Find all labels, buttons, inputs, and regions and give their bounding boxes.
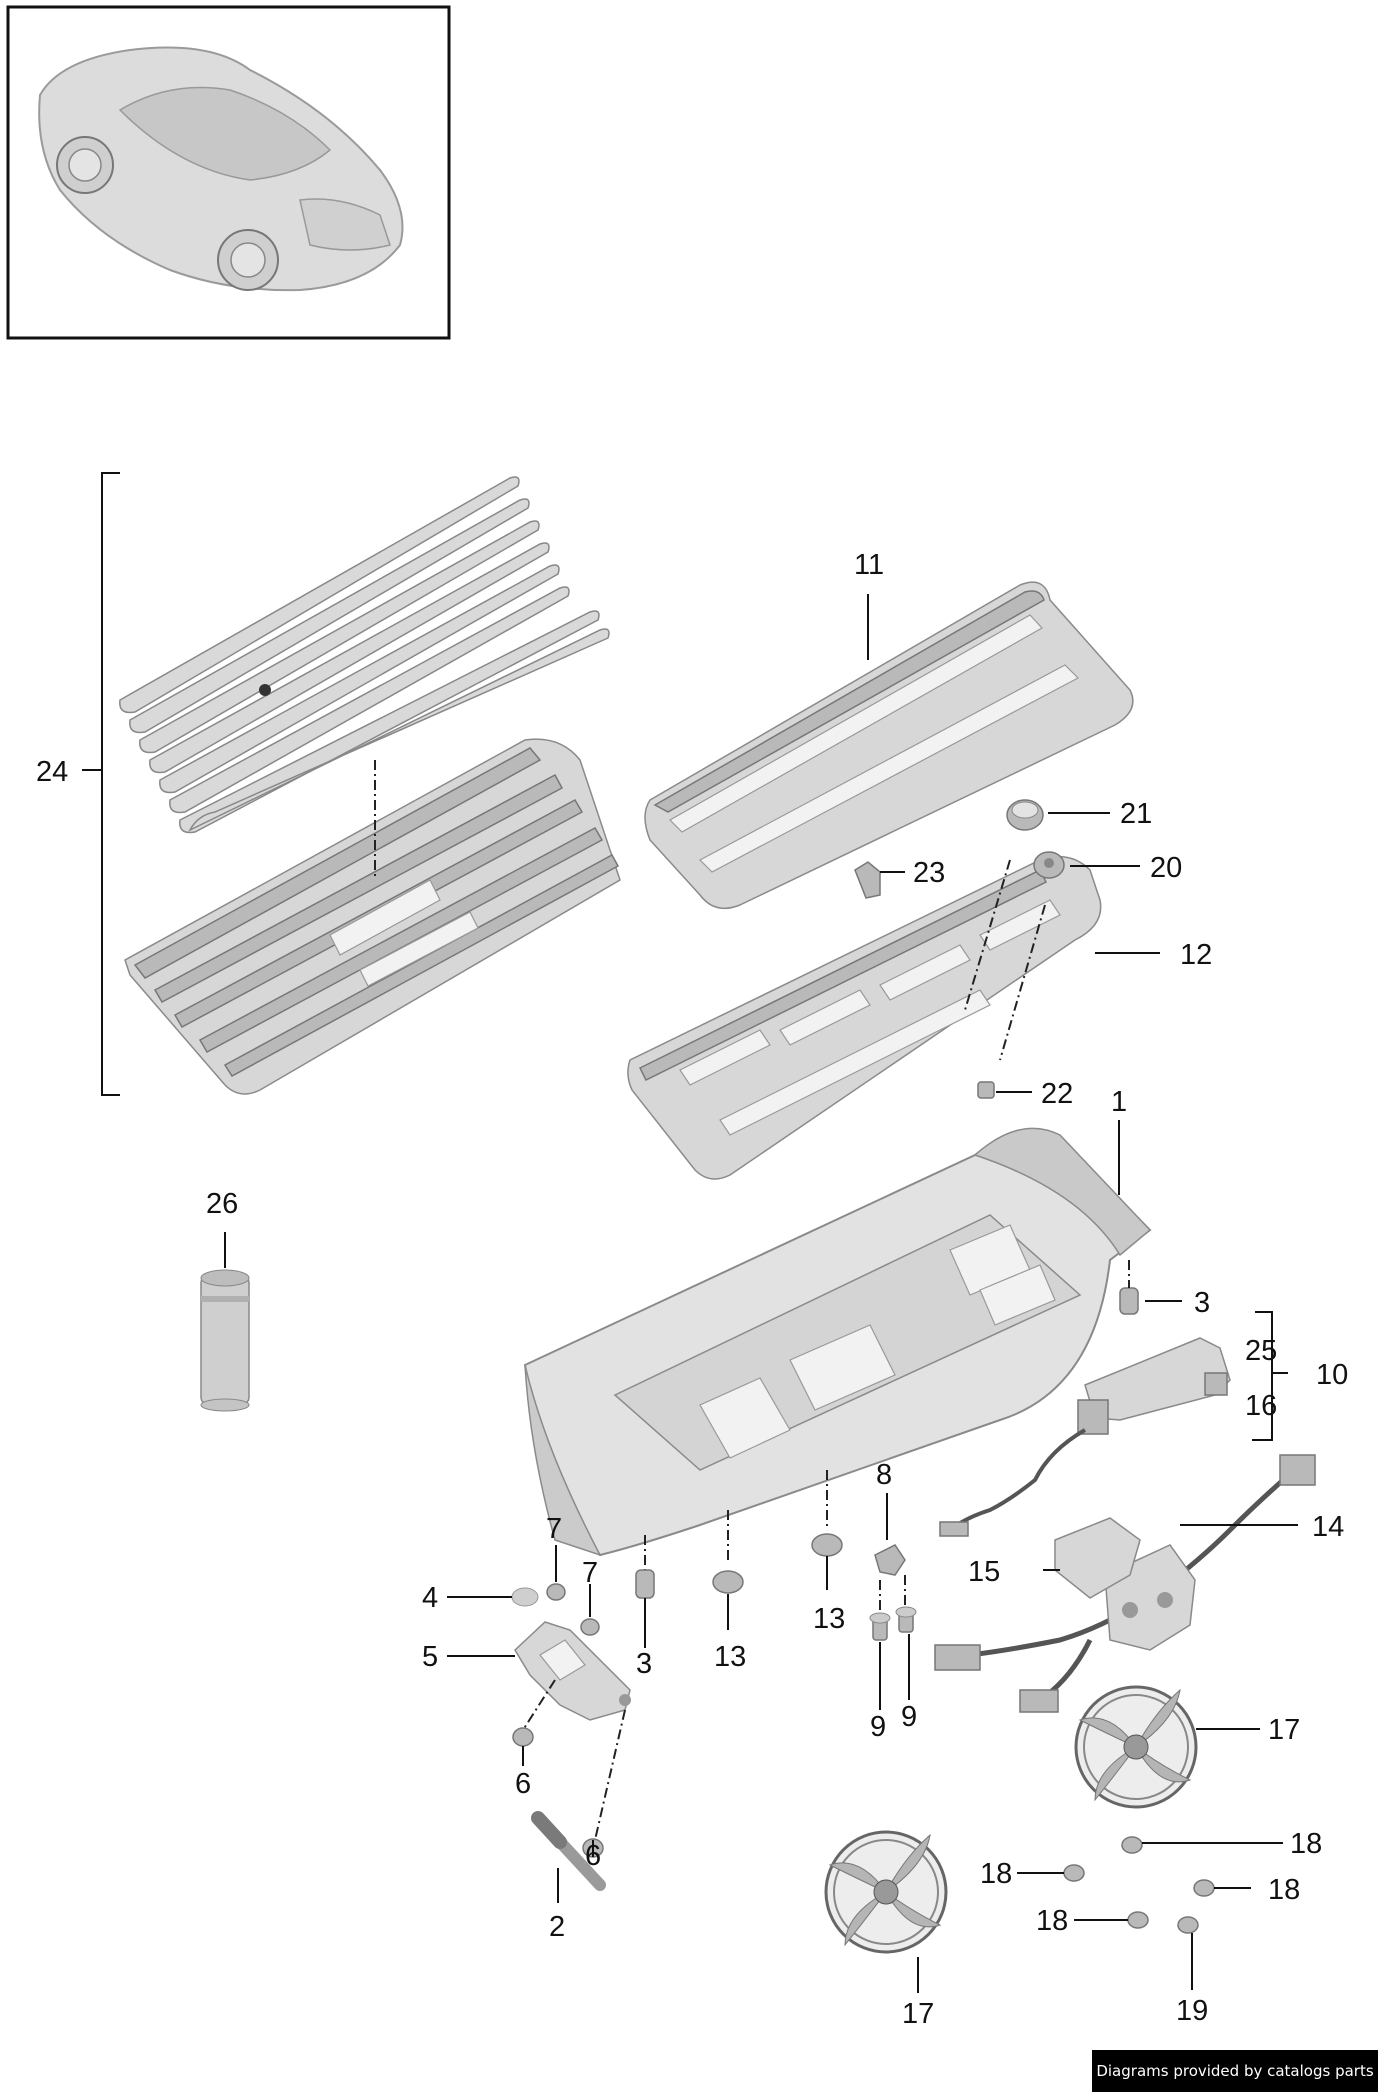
label-17-upper: 17: [1268, 1714, 1300, 1746]
fan-17-upper: [1074, 1685, 1198, 1809]
carrier-frame-12: [627, 855, 1102, 1180]
cover-grille-11: [644, 581, 1134, 910]
bolt-6-left: [512, 1727, 534, 1747]
buffer-3-left: [635, 1569, 655, 1599]
label-18-d: 18: [1036, 1905, 1068, 1937]
label-21: 21: [1120, 798, 1152, 830]
rear-lid-1: [523, 1127, 1152, 1557]
label-19: 19: [1176, 1995, 1208, 2027]
label-4: 4: [422, 1582, 438, 1614]
label-15: 15: [968, 1556, 1000, 1588]
label-11: 11: [854, 549, 884, 581]
gas-strut-2: [531, 1811, 606, 1891]
label-26: 26: [206, 1188, 238, 1220]
label-7-right: 7: [582, 1557, 598, 1589]
footer-credit: Diagrams provided by catalogs parts: [1092, 2050, 1378, 2092]
plug-7-right: [580, 1618, 600, 1636]
label-6-right: 6: [585, 1840, 601, 1872]
label-13-right: 13: [813, 1603, 845, 1635]
bolt-9-left: [869, 1612, 891, 1641]
label-6-left: 6: [515, 1768, 531, 1800]
label-17-lower: 17: [902, 1998, 934, 2030]
nut-18-b: [1063, 1864, 1085, 1882]
cap-4: [511, 1587, 539, 1607]
label-12: 12: [1180, 939, 1212, 971]
buffer-3-right: [1119, 1260, 1139, 1315]
plug-7-left: [546, 1583, 566, 1601]
label-18-a: 18: [1290, 1828, 1322, 1860]
label-7-left: 7: [546, 1513, 562, 1545]
label-9-right: 9: [901, 1701, 917, 1733]
nut-19: [1177, 1916, 1199, 1934]
guide-line: [594, 1709, 626, 1841]
label-13-left: 13: [714, 1641, 746, 1673]
label-2: 2: [549, 1911, 565, 1943]
label-20: 20: [1150, 852, 1182, 884]
label-25: 25: [1245, 1335, 1277, 1367]
label-18-c: 18: [1268, 1874, 1300, 1906]
latch-assembly-10: [939, 1311, 1288, 1537]
louvre-grille-upper: [119, 476, 610, 834]
cap-21: [1006, 799, 1044, 831]
callout-labels: 24 11 21 20 23 12 22 1 26 3 25 10 16 8 1…: [36, 549, 1348, 2030]
label-3-left: 3: [636, 1648, 652, 1680]
label-23: 23: [913, 857, 945, 889]
car-thumbnail: [6, 5, 451, 340]
guide-line: [999, 904, 1046, 1061]
leader-lines: [224, 594, 1298, 1993]
label-8: 8: [876, 1459, 892, 1491]
buffer-13-left: [712, 1570, 744, 1594]
nut-18-d: [1127, 1911, 1149, 1929]
label-18-b: 18: [980, 1858, 1012, 1890]
label-1: 1: [1111, 1086, 1127, 1118]
guide-line: [964, 859, 1011, 1011]
hinge-5: [514, 1621, 631, 1721]
label-22: 22: [1041, 1078, 1073, 1110]
label-5: 5: [422, 1641, 438, 1673]
bracket-8: [874, 1544, 906, 1615]
label-14: 14: [1312, 1511, 1344, 1543]
label-3-right: 3: [1194, 1287, 1210, 1319]
clip-23: [854, 861, 881, 899]
can-26: [200, 1269, 250, 1412]
nut-18-c: [1193, 1879, 1215, 1897]
clip-22: [977, 1081, 995, 1099]
buffer-13-right: [811, 1533, 843, 1557]
label-16: 16: [1245, 1390, 1277, 1422]
louvre-grille-lower: [124, 738, 621, 1095]
bracket-24: [82, 472, 120, 1096]
guide-line: [522, 1679, 556, 1731]
nut-18-a: [1121, 1836, 1143, 1854]
nut-20: [1033, 851, 1065, 879]
label-10: 10: [1316, 1359, 1348, 1391]
fan-17-lower: [824, 1830, 948, 1954]
label-9-left: 9: [870, 1711, 886, 1743]
label-24: 24: [36, 756, 68, 788]
bolt-9-right: [895, 1606, 917, 1633]
